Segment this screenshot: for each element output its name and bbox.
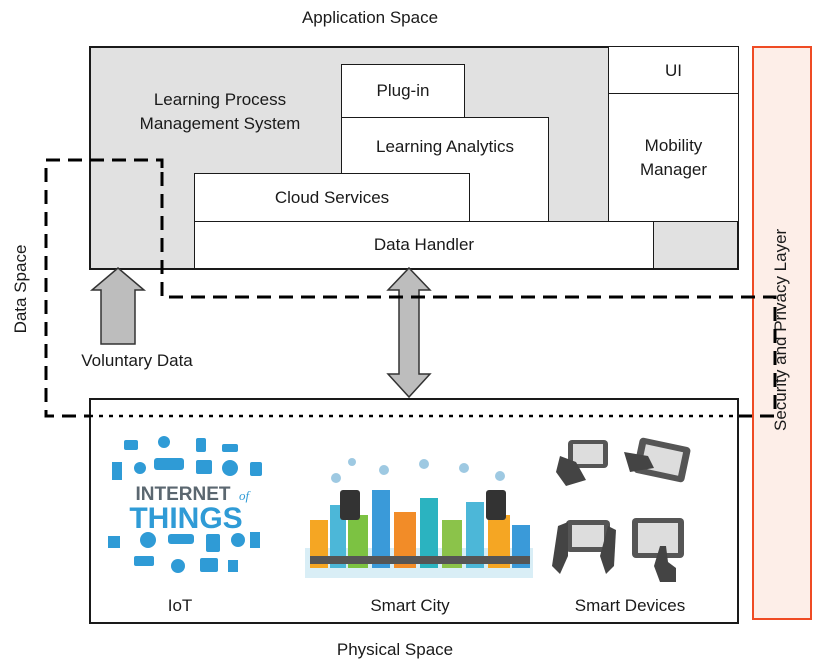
mobility-manager-label: Mobility Manager xyxy=(639,135,708,179)
cloud-services-box: Cloud Services xyxy=(194,173,470,223)
smart-city-label: Smart City xyxy=(370,596,450,615)
smart-devices-label: Smart Devices xyxy=(574,596,686,615)
physical-space-title: Physical Space xyxy=(336,640,454,659)
iot-logo-line1: INTERNET xyxy=(136,484,231,505)
plugin-label: Plug-in xyxy=(376,81,430,100)
iot-image xyxy=(108,436,262,573)
smart-city-image xyxy=(305,458,533,578)
iot-logo-of: of xyxy=(239,488,252,503)
iot-label: IoT xyxy=(167,596,193,615)
smart-devices-image xyxy=(552,437,691,582)
voluntary-data-label: Voluntary Data xyxy=(81,351,193,370)
cloud-services-label: Cloud Services xyxy=(274,188,390,207)
data-space-boundary xyxy=(44,158,777,418)
physical-space-frame xyxy=(89,398,739,624)
security-privacy-layer xyxy=(752,46,812,620)
iot-logo-line2: THINGS xyxy=(129,502,242,535)
learning-analytics-label: Learning Analytics xyxy=(376,137,514,156)
data-handler-double-arrow xyxy=(386,266,432,399)
plugin-box: Plug-in xyxy=(341,64,465,118)
ui-label: UI xyxy=(665,60,682,80)
lpms-label: Learning Process Management System xyxy=(139,90,301,133)
application-space-title: Application Space xyxy=(301,8,439,27)
voluntary-data-arrow xyxy=(89,267,147,345)
ui-box: UI xyxy=(608,46,739,95)
data-handler-box: Data Handler xyxy=(194,221,654,269)
mobility-manager-box: Mobility Manager xyxy=(608,93,739,222)
data-handler-label: Data Handler xyxy=(373,235,475,254)
